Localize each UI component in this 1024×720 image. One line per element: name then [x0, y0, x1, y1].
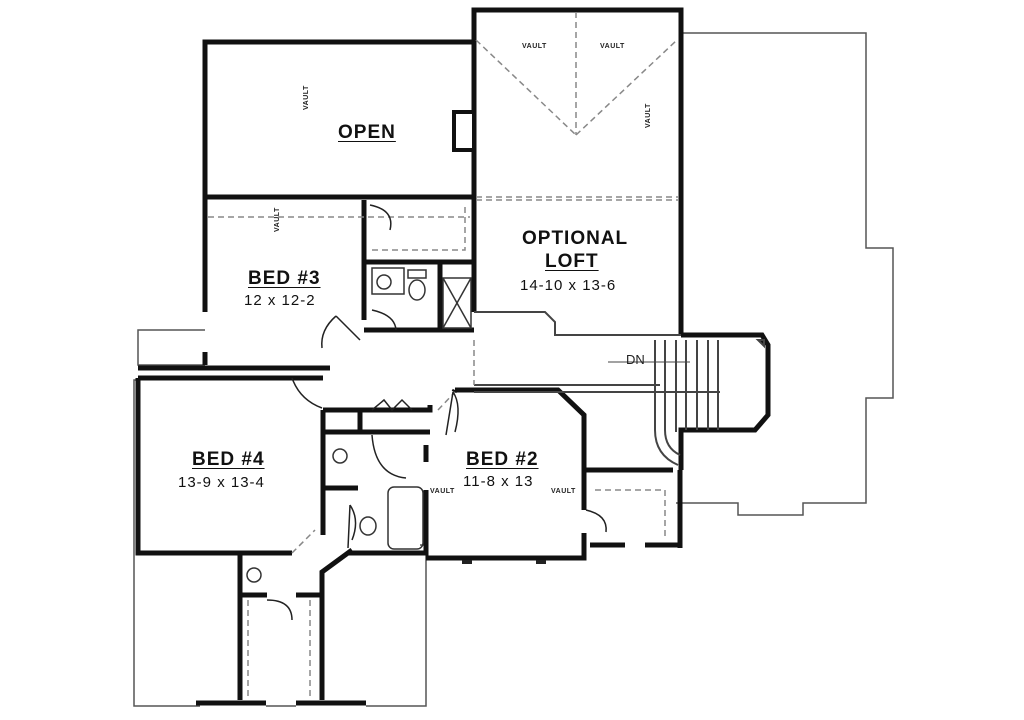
vault-label-bed2-right: VAULT — [551, 488, 576, 495]
vault-label-bed2-left: VAULT — [430, 488, 455, 495]
door-swings — [266, 204, 607, 621]
room-open-label: OPEN — [338, 122, 396, 143]
room-loft-label: OPTIONAL — [522, 228, 629, 249]
toilet-icon — [408, 279, 426, 301]
room-bed3-label: BED #3 — [248, 268, 321, 289]
vault-label-bed3: VAULT — [274, 207, 281, 232]
vault-label-loft-left: VAULT — [522, 43, 547, 50]
interior-lines — [474, 311, 765, 466]
stairs-down-label: DN — [626, 352, 645, 367]
room-bed4-dims: 13-9 x 13-4 — [178, 474, 265, 491]
bath-fixtures — [246, 267, 472, 583]
room-bed2-dims: 11-8 x 13 — [463, 473, 534, 490]
sink-icon-2 — [332, 448, 348, 464]
exterior-walls — [135, 7, 771, 706]
dashed-lines — [208, 12, 679, 700]
room-bed4-label: BED #4 — [192, 449, 265, 470]
room-loft-dims: 14-10 x 13-6 — [520, 277, 617, 294]
room-bed3-dims: 12 x 12-2 — [244, 292, 316, 309]
sink-icon — [376, 274, 392, 290]
vault-label-loft-side: VAULT — [645, 103, 652, 128]
vault-label-loft-right: VAULT — [600, 43, 625, 50]
room-bed2-label: BED #2 — [466, 449, 539, 470]
room-loft-label-2: LOFT — [545, 251, 599, 272]
sink-icon-3 — [246, 567, 262, 583]
bathtub — [387, 486, 424, 550]
vault-label-open: VAULT — [303, 85, 310, 110]
toilet-icon-2 — [359, 516, 377, 536]
